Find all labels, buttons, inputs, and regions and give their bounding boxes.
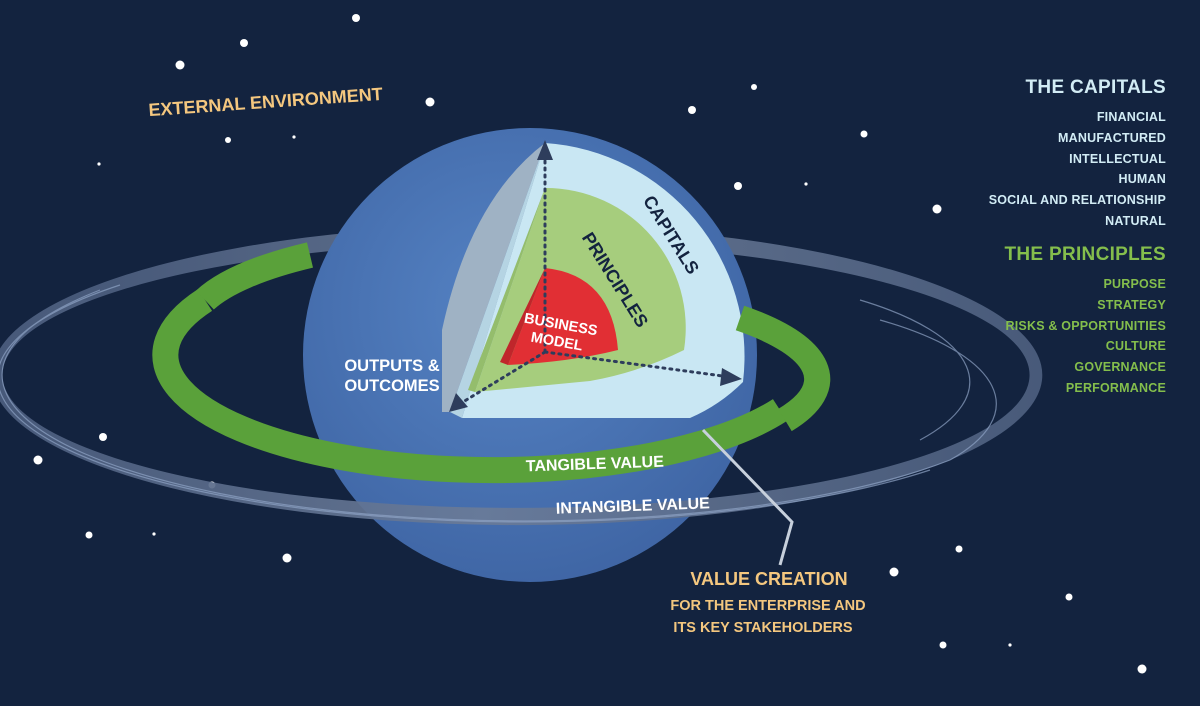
starfield [33, 14, 1147, 674]
list-item: INTELLECTUAL [1069, 151, 1166, 166]
list-item: STRATEGY [1097, 297, 1166, 312]
external-environment-label: EXTERNAL ENVIRONMENT [148, 84, 384, 120]
ring-grooves [0, 284, 997, 523]
outputs-label: OUTPUTS & [344, 357, 439, 375]
outcomes-label: OUTCOMES [344, 377, 439, 395]
value-creation-sub-1: FOR THE ENTERPRISE AND [670, 598, 865, 614]
list-item: HUMAN [1118, 172, 1166, 187]
arrow-down-left-icon [449, 393, 468, 412]
arrow-right-icon [720, 368, 742, 386]
capitals-title: THE CAPITALS [1025, 77, 1166, 98]
tangible-value-label: TANGIBLE VALUE [526, 454, 665, 476]
arrow-up-icon [537, 140, 553, 160]
ring-front [0, 289, 972, 526]
capitals-legend: THE CAPITALS FINANCIAL MANUFACTURED INTE… [989, 77, 1166, 232]
principles-title: THE PRINCIPLES [1004, 244, 1166, 265]
value-creation-label: VALUE CREATION [690, 569, 847, 589]
intangible-value-label: INTANGIBLE VALUE [556, 495, 711, 517]
value-creation-sub-2: ITS KEY STAKEHOLDERS [673, 620, 852, 636]
list-item: NATURAL [1105, 213, 1166, 228]
capitals-list: FINANCIAL MANUFACTURED INTELLECTUAL HUMA… [989, 107, 1166, 232]
business-model-core [508, 268, 618, 365]
list-item: GOVERNANCE [1074, 360, 1166, 375]
list-item: PERFORMANCE [1065, 380, 1166, 395]
list-item: FINANCIAL [1096, 110, 1166, 124]
list-item: SOCIAL AND RELATIONSHIP [988, 193, 1166, 208]
principles-list: PURPOSE STRATEGY RISKS & OPPORTUNITIES C… [1005, 274, 1167, 399]
axis-arrows [456, 150, 732, 407]
list-item: CULTURE [1105, 339, 1166, 354]
tangible-ring-back [196, 242, 314, 310]
list-item: RISKS & OPPORTUNITIES [1005, 318, 1166, 333]
list-item: PURPOSE [1103, 277, 1166, 291]
principles-legend: THE PRINCIPLES PURPOSE STRATEGY RISKS & … [1005, 244, 1167, 399]
value-creation-pointer [701, 428, 794, 566]
list-item: MANUFACTURED [1058, 130, 1166, 145]
